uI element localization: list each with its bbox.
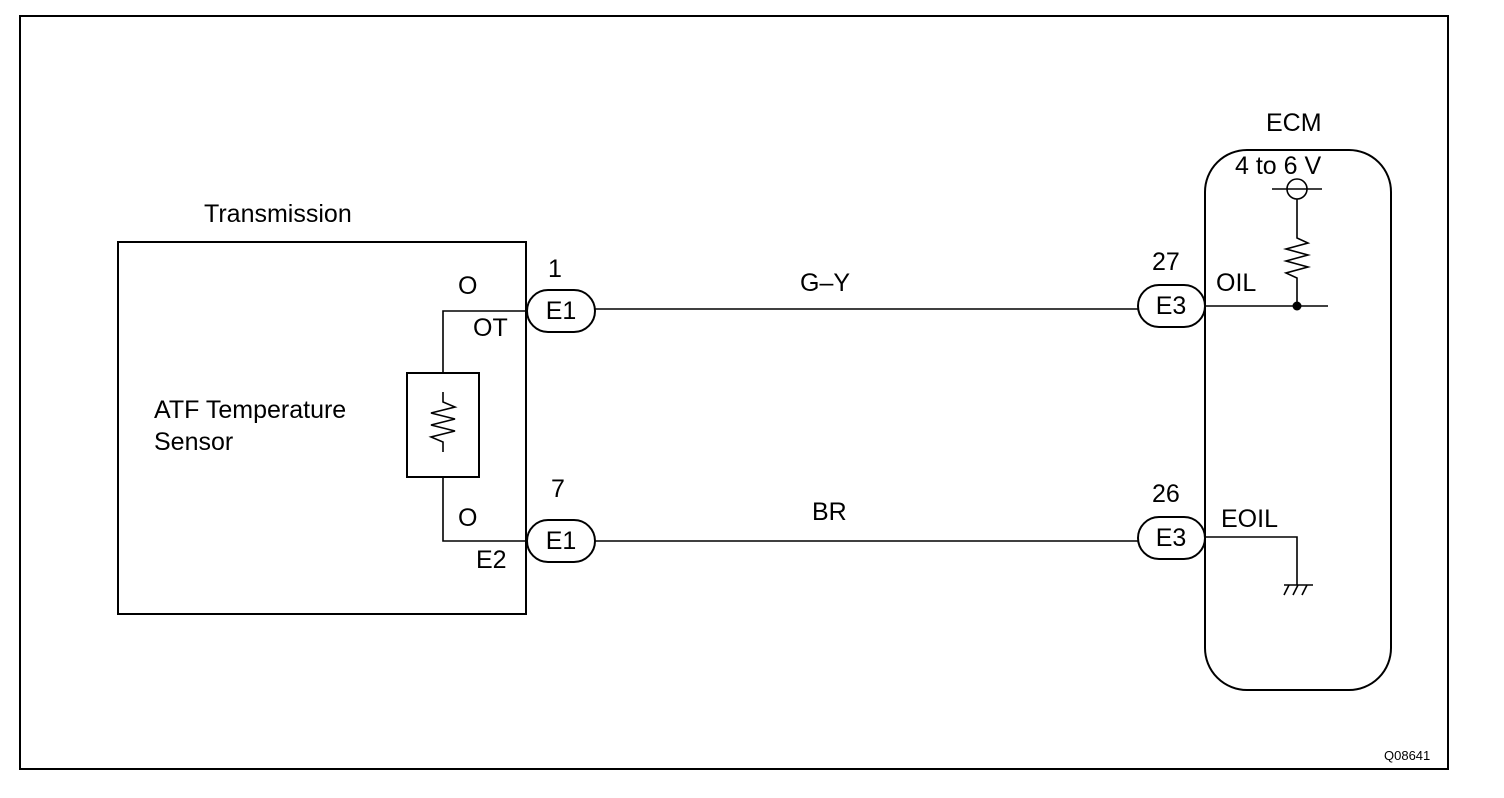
ecm-ground-terminal: EOIL xyxy=(1221,505,1278,533)
ecm-box xyxy=(1204,149,1392,691)
bottom-terminal-name: E2 xyxy=(476,546,507,574)
connector-left-bottom-code: E1 xyxy=(546,527,577,555)
pullup-resistor-symbol xyxy=(1282,232,1312,306)
connector-left-top-pin: 1 xyxy=(548,255,562,283)
ecm-voltage: 4 to 6 V xyxy=(1235,152,1321,180)
sensor-element-box xyxy=(406,372,480,478)
transmission-box xyxy=(117,241,527,615)
sensor-label-line2: Sensor xyxy=(154,428,233,456)
connector-right-top-code: E3 xyxy=(1156,292,1187,320)
sensor-resistor-symbol xyxy=(428,392,458,452)
connector-right-top-pin: 27 xyxy=(1152,248,1180,276)
ecm-signal-terminal: OIL xyxy=(1216,269,1256,297)
sensor-wire-bottom xyxy=(442,477,528,542)
connector-right-bottom-code: E3 xyxy=(1156,524,1187,552)
connector-left-top xyxy=(526,289,596,333)
sensor-wire-top xyxy=(442,310,528,373)
ecm-ground-wire xyxy=(1205,536,1298,585)
sensor-label-line1: ATF Temperature xyxy=(154,396,346,424)
diagram-frame xyxy=(19,15,1449,770)
connector-left-bottom-pin: 7 xyxy=(551,475,565,503)
figure-code: Q08641 xyxy=(1384,748,1430,763)
connector-right-bottom-pin: 26 xyxy=(1152,480,1180,508)
transmission-title: Transmission xyxy=(204,200,352,228)
top-terminal-marker: O xyxy=(458,272,477,300)
connector-left-top-code: E1 xyxy=(546,297,577,325)
ecm-title: ECM xyxy=(1266,109,1322,137)
ground-icon xyxy=(1283,584,1308,596)
top-terminal-name: OT xyxy=(473,314,508,342)
bottom-terminal-marker: O xyxy=(458,504,477,532)
wire-top-color: G–Y xyxy=(800,269,850,297)
wire-bottom-color: BR xyxy=(812,498,847,526)
